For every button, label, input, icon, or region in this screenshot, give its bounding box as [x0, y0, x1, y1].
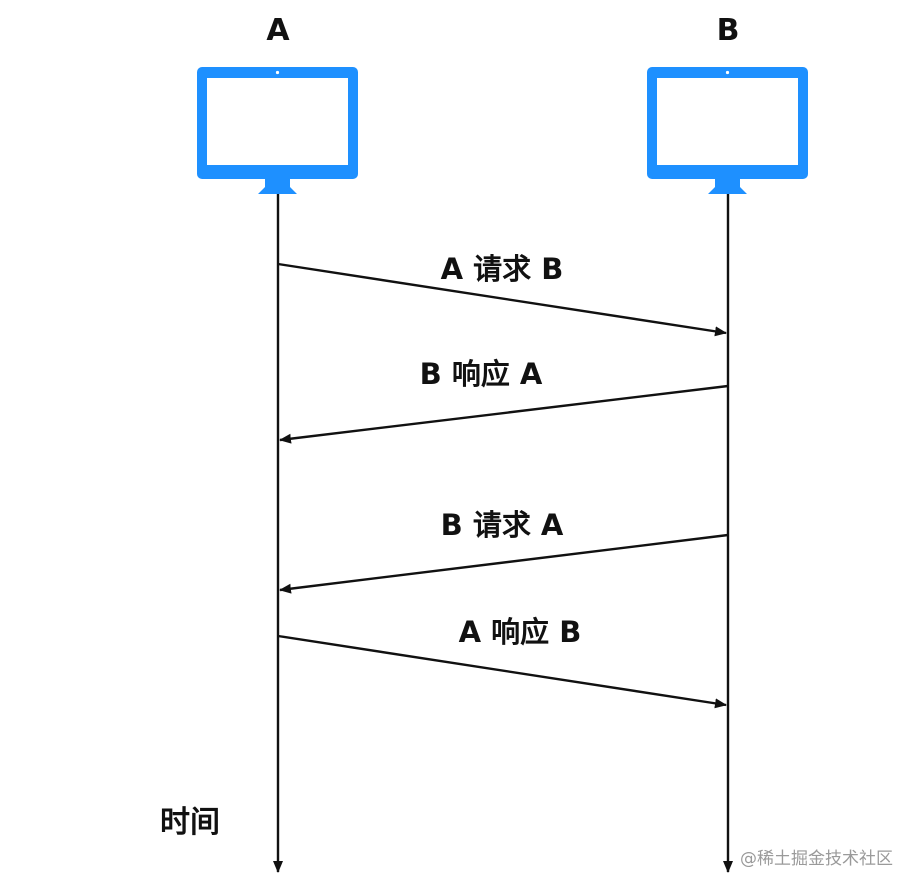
watermark: @稀土掘金技术社区 — [740, 849, 893, 869]
message-label: B 响应 A — [420, 357, 543, 391]
time-axis-label: 时间 — [160, 805, 220, 840]
message-label: A 响应 B — [459, 615, 582, 649]
message-arrow — [277, 634, 727, 709]
monitor-icon — [197, 67, 358, 194]
message-arrow — [279, 533, 729, 594]
message-arrow — [277, 262, 727, 337]
host-a-label: A — [266, 13, 290, 48]
monitor-icon — [647, 67, 808, 194]
host-b-label: B — [717, 13, 740, 48]
message-arrow — [279, 384, 729, 444]
message-label: A 请求 B — [441, 252, 564, 286]
message-label: B 请求 A — [441, 508, 564, 542]
